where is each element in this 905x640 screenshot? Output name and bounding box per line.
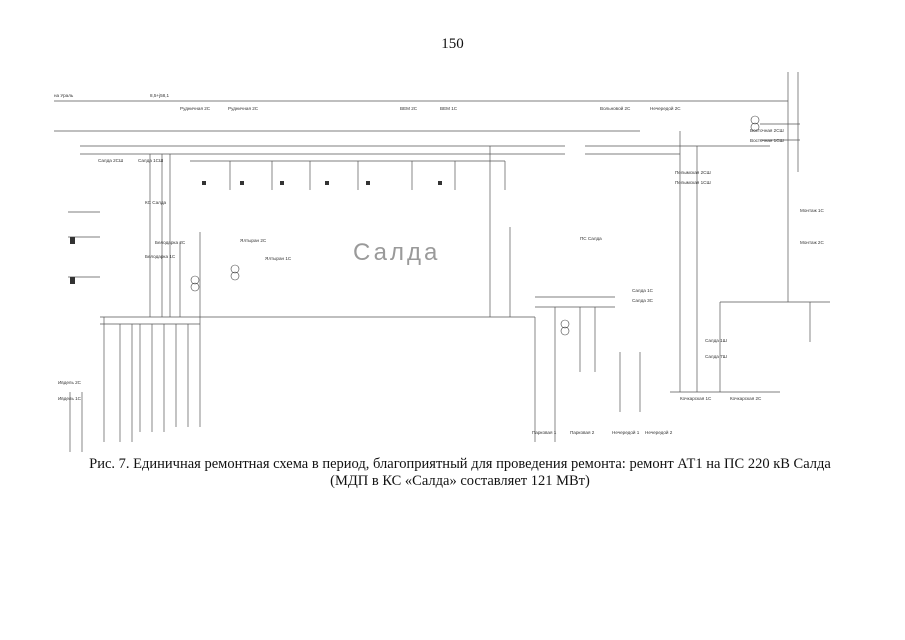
figure-caption: Рис. 7. Единичная ремонтная схема в пери…: [40, 456, 880, 490]
label-belodarka-1: Белодарка 1С: [145, 254, 176, 259]
label-pelymskaya-2: Пелымская 2СШ: [675, 170, 711, 175]
label-parkovaya-1: Парковая 1: [532, 430, 557, 435]
label-montazh-2: Монтаж 2С: [800, 240, 824, 245]
label-ks-salda: КС Салда: [145, 200, 167, 205]
label-ivdel-2: Ивдель 2С: [58, 380, 82, 385]
caption-line-1: Рис. 7. Единичная ремонтная схема в пери…: [89, 456, 831, 472]
label-salda-7sh: Салда 7Ш: [705, 354, 727, 359]
label-ivdel-1: Ивдель 1С: [58, 396, 82, 401]
label-salda-3c: Салда 3С: [632, 298, 654, 303]
label-ps-salda: ПС Салда: [580, 236, 602, 241]
switch-symbols: [70, 181, 442, 284]
label-montazh-1: Монтаж 1С: [800, 208, 824, 213]
label-top-7: Вольновой 2С: [600, 105, 631, 111]
label-vostochnaya-1: Восточная 1СШ: [750, 138, 784, 143]
label-top-1: на Ураль: [54, 93, 74, 98]
diagram-watermark: Салда: [353, 239, 440, 266]
label-belodarka-2: Белодарка 2С: [155, 240, 186, 245]
label-salda-1c: Салда 1С: [632, 288, 654, 293]
label-top-8: Нечередой 2С: [650, 105, 681, 111]
label-salda-2shsh: Салда 2СШ: [98, 158, 123, 163]
label-yaltyran-2: Ялтыран 2С: [240, 238, 267, 243]
label-top-3: Рудничная 2С: [180, 106, 211, 111]
diagram-lines: [54, 72, 830, 452]
label-vostochnaya-2: Восточная 2СШ: [750, 128, 784, 133]
label-kochkarskaya-2: Кочкарская 2С: [730, 396, 762, 401]
caption-line-2: (МДП в КС «Салда» составляет 121 МВт): [330, 473, 590, 489]
label-top-2: 8,5+j58,1: [150, 93, 169, 98]
label-salda-1shsh: Салда 1СШ: [138, 158, 163, 163]
label-yaltyran-1: Ялтыран 1С: [265, 256, 292, 261]
single-line-diagram: Салда на Ураль 8,5+j58,1 Рудничная 2С Ру…: [40, 62, 880, 457]
label-salda-1sh: Салда 1Ш: [705, 338, 727, 343]
label-nechereda-1: Нечередой 1: [612, 429, 640, 435]
diagram-svg: Салда на Ураль 8,5+j58,1 Рудничная 2С Ру…: [54, 72, 830, 452]
label-kochkarskaya-1: Кочкарская 1С: [680, 396, 712, 401]
page-number: 150: [441, 36, 464, 52]
transformer-symbols: [190, 115, 760, 336]
label-top-5: ВЕМ 2С: [400, 106, 418, 111]
label-top-6: ВЕМ 1С: [440, 106, 458, 111]
label-parkovaya-2: Парковая 2: [570, 430, 595, 435]
label-top-4: Рудничная 2С: [228, 106, 259, 111]
label-nechereda-2: Нечередой 2: [645, 429, 673, 435]
label-pelymskaya-1: Пелымская 1СШ: [675, 180, 711, 185]
